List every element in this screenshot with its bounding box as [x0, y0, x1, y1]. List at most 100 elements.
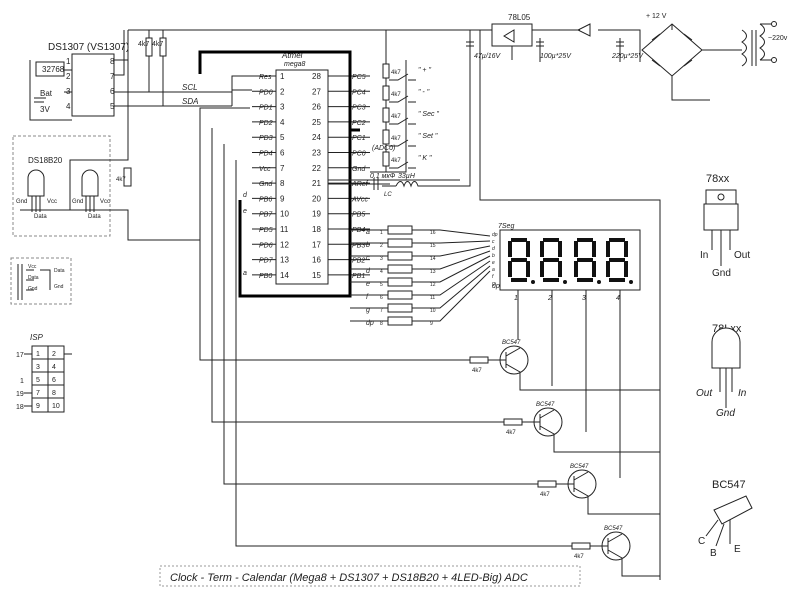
svg-text:In: In [700, 250, 708, 261]
mcu-pin-number: 15 [312, 271, 321, 280]
svg-text:Gnd: Gnd [712, 268, 731, 279]
svg-text:17: 17 [16, 352, 24, 359]
mcu-pin-label: PD0 [259, 89, 273, 96]
digit [540, 238, 567, 284]
segment-net-label: e [366, 281, 370, 288]
driver-resistor: 4k7 [540, 492, 550, 498]
mcu-pin-label: AVcc [351, 196, 368, 203]
svg-text:5: 5 [110, 102, 115, 111]
display-input-label: b [492, 253, 495, 259]
isp-pin: 9 [36, 403, 40, 410]
svg-text:16: 16 [430, 230, 436, 236]
svg-text:Vcc: Vcc [28, 264, 37, 270]
svg-text:Gnd: Gnd [54, 284, 64, 290]
isp-pin: 2 [52, 351, 56, 358]
mcu-pin-label: PD3 [259, 135, 273, 142]
svg-text:4: 4 [380, 269, 383, 275]
svg-text:1: 1 [66, 57, 71, 66]
driver-transistor: BC547 [570, 464, 589, 470]
svg-text:Gnd: Gnd [16, 199, 27, 205]
svg-text:14: 14 [430, 256, 436, 262]
segment-net-label: c [366, 255, 370, 262]
c3-label: 220µ*25V [611, 53, 644, 60]
mcu-pin-number: 9 [280, 194, 285, 203]
svg-text:Gnd: Gnd [28, 286, 38, 292]
digit-pin-label: 3 [582, 295, 586, 302]
reg1-title: 78xx [706, 173, 730, 185]
mcu-pin-label: PC3 [352, 105, 366, 112]
button-resistor: 4k7 [391, 158, 401, 164]
svg-text:Gnd: Gnd [716, 408, 735, 419]
mcu-pin-number: 21 [312, 179, 321, 188]
mcu-pin-label: PB2 [352, 258, 365, 265]
mcu-pin-label: PC0 [352, 151, 366, 158]
mcu-pin-label: PD2 [259, 120, 273, 127]
tr-title: BC547 [712, 479, 746, 491]
segment-net-label: f [366, 294, 369, 301]
display-input-label: dp [492, 232, 498, 238]
mcu-pin-label: Gnd [352, 166, 366, 173]
adc-label: (ADC0) [372, 145, 395, 152]
temp-sensor-ds18b20: DS18B20 Gnd Data Vcc Gnd Data Vcc 4k7 Vc… [10, 30, 250, 305]
digit-pin-label: 4 [616, 295, 620, 302]
svg-text:7: 7 [110, 72, 115, 81]
svg-text:7: 7 [380, 308, 383, 314]
svg-text:Data: Data [88, 214, 101, 220]
pinout-78xx: 78xx In Out Gnd [700, 173, 750, 279]
svg-text:Data: Data [34, 214, 47, 220]
caption: Clock - Term - Calendar (Mega8 + DS1307 … [159, 565, 581, 587]
regulator-label: 78L05 [508, 13, 531, 22]
svg-text:Out: Out [734, 250, 750, 261]
isp-title: ISP [30, 333, 44, 342]
mcu-pin-label: PD1 [259, 105, 273, 112]
mcu-pin-number: 17 [312, 240, 321, 249]
ds18b20-title: DS18B20 [28, 156, 63, 165]
mcu-pin-label: PC4 [352, 89, 366, 96]
svg-text:e: e [243, 208, 247, 215]
isp-pin: 1 [36, 351, 40, 358]
mcu-pin-label: ARef [351, 181, 369, 188]
display-input-label: d [492, 246, 495, 252]
isp-pin: 6 [52, 377, 56, 384]
svg-text:C: C [698, 536, 705, 547]
digit-pin-label: 1 [514, 295, 518, 302]
mcu-pin-label: PB1 [352, 273, 365, 280]
pinout-78lxx: 78Lxx Out In Gnd [696, 323, 747, 419]
svg-text:1: 1 [20, 378, 24, 385]
crystal-label: 32768 [42, 65, 65, 74]
button-resistor: 4k7 [391, 136, 401, 142]
mcu-pin-number: 13 [280, 256, 289, 265]
svg-text:a: a [243, 270, 247, 277]
isp-pin: 5 [36, 377, 40, 384]
mcu-pin-number: 7 [280, 164, 285, 173]
svg-text:dp: dp [492, 283, 500, 290]
svg-text:4k7: 4k7 [116, 177, 126, 183]
svg-text:Data: Data [28, 275, 39, 281]
driver-transistor: BC547 [604, 526, 623, 532]
digit [606, 238, 633, 284]
mcu-pin-label: PB0 [259, 273, 272, 280]
mcu-pin-label: PB3 [352, 242, 365, 249]
svg-text:19: 19 [16, 391, 24, 398]
svg-text:3: 3 [380, 256, 383, 262]
display-title: 7Seg [498, 223, 514, 230]
pinout-bc547: BC547 C B E [698, 479, 753, 559]
rtc-ds1307: DS1307 (VS1307) 1 2 3 4 8 7 6 5 32768 Ba… [29, 30, 232, 121]
svg-text:9: 9 [430, 321, 433, 327]
ac-in-label: ~220v [768, 35, 788, 42]
digit [508, 238, 535, 284]
button-label: " + " [418, 67, 431, 74]
svg-text:6: 6 [110, 87, 115, 96]
mcu-pin-label: PD7 [259, 258, 274, 265]
aref-cap-label: 0.1 мкФ [370, 173, 396, 180]
svg-text:4k7: 4k7 [152, 41, 163, 48]
svg-text:8: 8 [380, 321, 383, 327]
segment-net-label: dp [366, 320, 374, 327]
mcu-pin-number: 10 [280, 210, 289, 219]
svg-text:B: B [710, 548, 717, 559]
mcu-pin-number: 8 [280, 179, 285, 188]
